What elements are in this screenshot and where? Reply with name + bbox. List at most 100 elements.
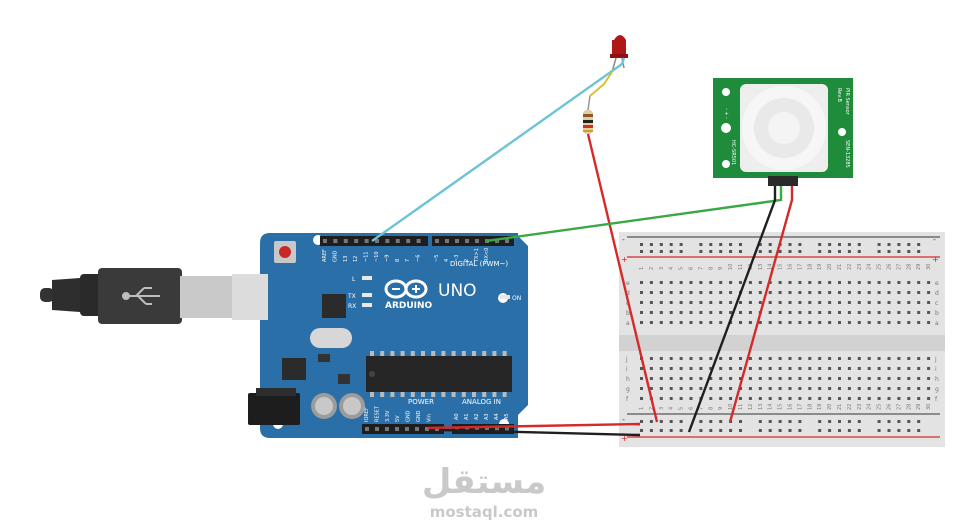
breadboard-hole (828, 291, 832, 294)
row-letter: i (935, 366, 937, 373)
rail-hole (679, 420, 683, 423)
header-pin (485, 427, 489, 431)
rail-hole (758, 243, 762, 246)
breadboard-hole (877, 387, 881, 390)
rail-hole (887, 243, 891, 246)
breadboard-hole (649, 311, 653, 314)
column-number: 24 (867, 404, 873, 410)
digital-pin-label: ~10 (374, 251, 380, 262)
rail-hole (659, 250, 663, 253)
analog-pin-label: A0 (454, 413, 460, 420)
breadboard-hole (828, 377, 832, 380)
column-number: 27 (896, 264, 902, 270)
column-number: 2 (649, 267, 655, 270)
breadboard-hole (838, 397, 841, 400)
header-pin (385, 427, 389, 431)
reset-button[interactable] (274, 241, 296, 263)
row-letter: i (626, 366, 628, 373)
rail-hole (877, 250, 881, 253)
rail-hole (679, 429, 683, 432)
digital-pin-label: ~6 (416, 255, 422, 262)
rail-hole (709, 429, 713, 432)
breadboard-hole (659, 321, 663, 324)
breadboard-hole (719, 367, 723, 370)
column-number: 25 (877, 264, 883, 270)
breadboard-hole (917, 291, 921, 294)
digital-pin-label: ~5 (434, 255, 440, 262)
column-number: 13 (758, 404, 764, 410)
breadboard-hole (788, 377, 792, 380)
pir-label-bottom: SEN-13285 (844, 140, 850, 168)
breadboard-hole (669, 321, 673, 324)
breadboard-hole (897, 397, 901, 400)
breadboard-hole (828, 367, 832, 370)
breadboard-hole (640, 281, 643, 284)
rail-hole (907, 420, 911, 423)
analog-pin-label: A2 (474, 413, 480, 420)
arduino-logo-icon (384, 279, 428, 299)
breadboard-hole (808, 367, 812, 370)
breadboard-hole (719, 311, 723, 314)
breadboard-hole (857, 291, 861, 294)
breadboard-hole (758, 291, 762, 294)
breadboard-hole (649, 357, 653, 360)
header-pin (385, 239, 390, 243)
breadboard-hole (887, 301, 891, 304)
breadboard-hole (758, 387, 762, 390)
breadboard-hole (778, 367, 782, 370)
header-pin (475, 239, 479, 243)
breadboard-hole (640, 397, 643, 400)
column-number: 5 (679, 267, 685, 270)
digital-pin-label: 7 (405, 259, 411, 262)
breadboard-hole (838, 367, 841, 370)
breadboard-hole (729, 311, 733, 314)
breadboard-hole (838, 311, 841, 314)
column-number: 22 (847, 404, 853, 410)
column-number: 28 (906, 404, 912, 410)
rail-hole (640, 250, 643, 253)
column-number: 15 (778, 404, 784, 410)
breadboard-hole (818, 367, 822, 370)
breadboard-hole (838, 357, 841, 360)
breadboard-hole (907, 357, 911, 360)
rail-hole (847, 250, 851, 253)
row-letter: a (935, 320, 939, 327)
rail-minus-label: - (933, 235, 936, 244)
breadboard-hole (927, 357, 931, 360)
rail-hole (897, 429, 901, 432)
breadboard-hole (847, 281, 851, 284)
row-letter: h (626, 376, 630, 383)
arduino-logo-text: ARDUINO (385, 301, 433, 311)
breadboard-hole (640, 321, 643, 324)
breadboard-hole (838, 281, 841, 284)
breadboard-hole (788, 387, 792, 390)
breadboard-hole (640, 377, 643, 380)
breadboard-hole (897, 291, 901, 294)
rail-hole (739, 243, 742, 246)
breadboard-hole (927, 281, 931, 284)
breadboard-hole (887, 311, 891, 314)
breadboard-hole (907, 387, 911, 390)
rail-hole (729, 250, 733, 253)
breadboard-hole (758, 357, 762, 360)
header-pin (343, 239, 348, 243)
breadboard-hole (818, 387, 822, 390)
rail-hole (857, 243, 861, 246)
breadboard-hole (828, 301, 832, 304)
rail-hole (739, 250, 742, 253)
pir-label-right: PIR Sensor (844, 88, 850, 116)
breadboard-hole (659, 301, 663, 304)
rail-hole (887, 429, 891, 432)
rail-hole (917, 250, 921, 253)
column-number: 21 (837, 404, 843, 410)
breadboard-hole (729, 281, 733, 284)
breadboard-hole (719, 281, 723, 284)
analog-pin-label: A1 (464, 413, 470, 420)
breadboard-hole (768, 357, 772, 360)
rail-hole (729, 429, 733, 432)
rail-hole (788, 243, 792, 246)
breadboard-hole (877, 281, 881, 284)
breadboard-hole (778, 281, 782, 284)
header-pin (495, 239, 499, 243)
